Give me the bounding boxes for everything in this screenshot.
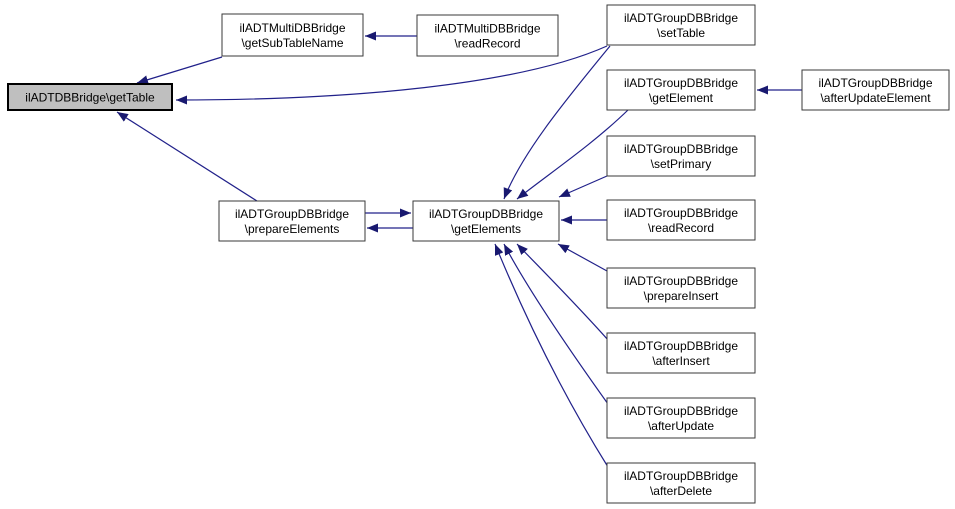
node-box-group-readRecord[interactable]	[606, 199, 756, 241]
node-label-multi-readRecord-line1: ilADTMultiDBBridge	[434, 22, 540, 36]
node-label-getTable-line1: ilADTDBBridge\getTable	[25, 91, 155, 105]
node-group-afterInsert[interactable]: ilADTGroupDBBridge\afterInsert	[606, 332, 756, 374]
node-label-group-afterUpdate-line1: ilADTGroupDBBridge	[624, 404, 738, 418]
edge-group-setTable-to-getTable	[175, 45, 608, 105]
node-box-group-setPrimary[interactable]	[606, 135, 756, 177]
node-label-group-readRecord-line2: \readRecord	[648, 221, 714, 235]
node-group-afterUpdateElement[interactable]: ilADTGroupDBBridge\afterUpdateElement	[801, 69, 950, 111]
node-group-afterDelete[interactable]: ilADTGroupDBBridge\afterDelete	[606, 462, 756, 504]
edge-group-afterInsert-to-group-getElements	[516, 243, 609, 341]
node-group-readRecord[interactable]: ilADTGroupDBBridge\readRecord	[606, 199, 756, 241]
edge-group-setPrimary-to-group-getElements	[558, 175, 608, 198]
node-label-group-afterUpdateElement-line2: \afterUpdateElement	[820, 91, 931, 105]
node-group-prepareElements[interactable]: ilADTGroupDBBridge\prepareElements	[218, 200, 366, 242]
node-box-group-afterUpdateElement[interactable]	[801, 69, 950, 111]
node-box-multi-readRecord[interactable]	[416, 14, 559, 57]
node-box-group-afterUpdate[interactable]	[606, 397, 756, 439]
node-multi-getSubTableName[interactable]: ilADTMultiDBBridge\getSubTableName	[221, 13, 364, 57]
node-label-group-afterDelete-line1: ilADTGroupDBBridge	[624, 469, 738, 483]
node-label-multi-readRecord-line2: \readRecord	[454, 37, 520, 51]
node-label-group-getElements-line2: \getElements	[451, 222, 521, 236]
node-label-group-afterDelete-line2: \afterDelete	[650, 484, 712, 498]
node-box-group-prepareInsert[interactable]	[606, 267, 756, 309]
node-label-group-prepareInsert-line2: \prepareInsert	[644, 289, 719, 303]
edge-group-prepareInsert-to-group-getElements	[557, 243, 608, 272]
node-label-group-afterUpdateElement-line1: ilADTGroupDBBridge	[818, 76, 932, 90]
node-label-group-afterInsert-line1: ilADTGroupDBBridge	[624, 339, 738, 353]
edge-group-getElement-to-group-getElements	[516, 109, 629, 200]
node-box-getTable	[7, 83, 173, 111]
node-label-group-getElement-line1: ilADTGroupDBBridge	[624, 76, 738, 90]
node-label-multi-getSubTableName-line2: \getSubTableName	[241, 36, 343, 50]
node-label-group-readRecord-line1: ilADTGroupDBBridge	[624, 206, 738, 220]
edge-group-afterDelete-to-group-getElements	[494, 243, 609, 468]
node-group-prepareInsert[interactable]: ilADTGroupDBBridge\prepareInsert	[606, 267, 756, 309]
node-label-group-afterInsert-line2: \afterInsert	[652, 354, 710, 368]
node-label-group-setTable-line2: \setTable	[657, 26, 705, 40]
node-box-group-getElements[interactable]	[412, 200, 560, 242]
node-box-group-afterDelete[interactable]	[606, 462, 756, 504]
node-label-group-prepareInsert-line1: ilADTGroupDBBridge	[624, 274, 738, 288]
node-box-group-prepareElements[interactable]	[218, 200, 366, 242]
node-label-group-getElement-line2: \getElement	[649, 91, 714, 105]
node-group-afterUpdate[interactable]: ilADTGroupDBBridge\afterUpdate	[606, 397, 756, 439]
node-box-group-afterInsert[interactable]	[606, 332, 756, 374]
node-label-group-setTable-line1: ilADTGroupDBBridge	[624, 11, 738, 25]
node-box-group-getElement[interactable]	[606, 69, 756, 111]
node-label-group-afterUpdate-line2: \afterUpdate	[648, 419, 714, 433]
edge-group-afterUpdate-to-group-getElements	[503, 243, 609, 405]
node-label-group-prepareElements-line1: ilADTGroupDBBridge	[235, 207, 349, 221]
edge-multi-getSubTableName-to-getTable	[136, 56, 223, 85]
node-getTable: ilADTDBBridge\getTable	[7, 83, 173, 111]
node-box-group-setTable[interactable]	[606, 4, 756, 46]
node-group-setTable[interactable]: ilADTGroupDBBridge\setTable	[606, 4, 756, 46]
edge-group-prepareElements-to-getTable	[116, 111, 258, 202]
node-group-getElements[interactable]: ilADTGroupDBBridge\getElements	[412, 200, 560, 242]
node-label-group-setPrimary-line2: \setPrimary	[651, 157, 712, 171]
node-multi-readRecord[interactable]: ilADTMultiDBBridge\readRecord	[416, 14, 559, 57]
node-box-multi-getSubTableName[interactable]	[221, 13, 364, 57]
node-label-group-prepareElements-line2: \prepareElements	[245, 222, 340, 236]
node-label-group-getElements-line1: ilADTGroupDBBridge	[429, 207, 543, 221]
node-label-multi-getSubTableName-line1: ilADTMultiDBBridge	[239, 21, 345, 35]
edge-group-setTable-to-group-getElements	[503, 45, 611, 200]
node-label-group-setPrimary-line1: ilADTGroupDBBridge	[624, 142, 738, 156]
node-group-setPrimary[interactable]: ilADTGroupDBBridge\setPrimary	[606, 135, 756, 177]
node-group-getElement[interactable]: ilADTGroupDBBridge\getElement	[606, 69, 756, 111]
